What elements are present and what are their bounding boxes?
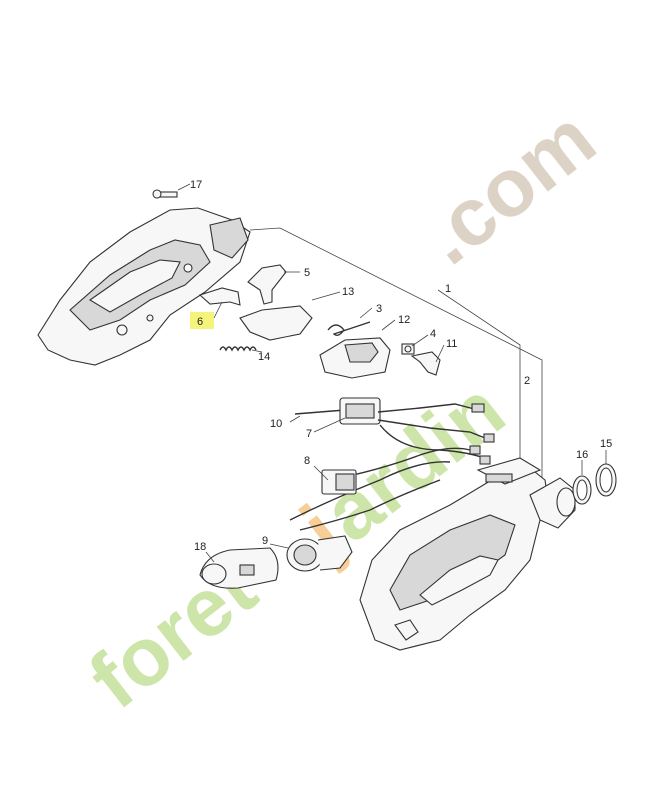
callout-12: 12 (398, 314, 410, 326)
part-4-contact (401, 343, 415, 355)
callout-11: 11 (446, 338, 457, 350)
highlight-callout-6 (190, 312, 214, 329)
callout-7: 7 (306, 428, 312, 440)
part-17-screw (152, 189, 178, 199)
callout-15: 15 (600, 438, 612, 450)
part-8-connector (321, 469, 357, 495)
watermark-com: .com (405, 93, 612, 283)
leader-lines (177, 183, 607, 563)
callout-2: 2 (524, 375, 530, 387)
wiring-harness (289, 403, 495, 531)
part-18-cap (199, 547, 279, 589)
part-14-spring (219, 346, 257, 352)
callout-4: 4 (430, 328, 436, 340)
callout-16: 16 (576, 449, 588, 461)
housing-left-half (37, 207, 251, 366)
part-15-ring (595, 463, 617, 497)
part-7-module (339, 397, 381, 425)
callout-14: 14 (258, 351, 270, 363)
callout-13: 13 (342, 286, 354, 298)
part-16-ring (572, 475, 592, 505)
part-10-pin (294, 409, 346, 415)
part-5-trigger (247, 264, 287, 305)
part-2-nozzle (529, 477, 576, 529)
frame-group-2 (437, 289, 521, 470)
callout-9: 9 (262, 535, 268, 547)
callout-6: 6 (197, 316, 203, 328)
callout-10: 10 (270, 418, 282, 430)
part-6-lever (198, 287, 241, 306)
callout-8: 8 (304, 455, 310, 467)
callout-3: 3 (376, 303, 382, 315)
callout-18: 18 (194, 541, 206, 553)
callout-17: 17 (190, 179, 202, 191)
callout-labels: 17 5 1 13 6 3 12 4 11 14 2 10 7 16 15 8 … (190, 179, 612, 553)
part-2-handle-housing (359, 457, 549, 651)
part-9-socket (286, 535, 353, 572)
part-3-spring (327, 321, 371, 337)
part-11-bracket (410, 351, 441, 376)
callout-1: 1 (445, 283, 451, 295)
callout-5: 5 (304, 267, 310, 279)
part-13-slider (239, 305, 313, 341)
